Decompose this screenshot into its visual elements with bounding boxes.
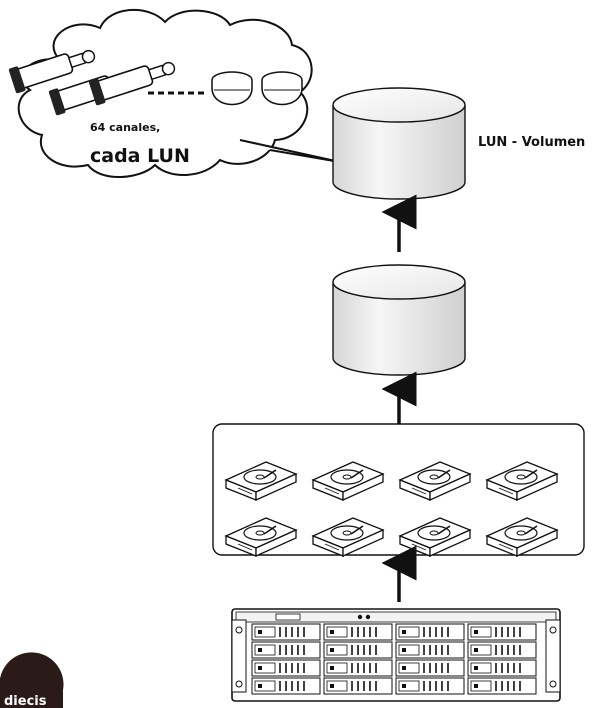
- cloud-lun-text: cada LUN: [90, 145, 190, 167]
- badge-text: diecis: [4, 694, 47, 708]
- dome-camera-icon: [261, 71, 303, 106]
- drive-bay: [395, 659, 465, 677]
- drive-bay: [251, 623, 321, 641]
- logo-badge: diecis: [0, 652, 64, 708]
- lun-volume-cylinder: [332, 87, 466, 200]
- hard-drive-icon: [485, 461, 559, 502]
- drive-bay: [467, 659, 537, 677]
- hard-drive-icon: [311, 517, 385, 558]
- hard-drive-icon: [224, 517, 298, 558]
- drive-bay: [323, 677, 393, 695]
- drive-bay: [323, 641, 393, 659]
- drive-bay: [323, 659, 393, 677]
- camera-cloud: 64 canales, cada LUN: [8, 9, 341, 178]
- drive-bay: [395, 623, 465, 641]
- hard-drive-icon: [224, 461, 298, 502]
- drive-bay: [251, 641, 321, 659]
- drive-bay: [251, 677, 321, 695]
- storage-pool-cylinder: [332, 264, 466, 376]
- hard-drive-icon: [311, 461, 385, 502]
- hard-drive-icon: [398, 461, 472, 502]
- drive-bay: [251, 659, 321, 677]
- drive-bay-grid: [251, 623, 537, 695]
- hard-drive-grid: [224, 461, 559, 558]
- lun-volume-label: LUN - Volumen: [478, 135, 585, 150]
- dome-camera-icon: [211, 71, 253, 106]
- bullet-camera-icon: [8, 49, 96, 94]
- drive-bay: [467, 641, 537, 659]
- drive-bay: [323, 623, 393, 641]
- drive-bay: [467, 623, 537, 641]
- drive-bay: [395, 677, 465, 695]
- hard-drive-icon: [485, 517, 559, 558]
- hard-drive-icon: [398, 517, 472, 558]
- drive-bay: [395, 641, 465, 659]
- bullet-camera-icon: [88, 61, 176, 106]
- rack-storage-icon: [231, 608, 561, 702]
- drive-bay: [467, 677, 537, 695]
- cloud-channels-text: 64 canales,: [90, 121, 160, 134]
